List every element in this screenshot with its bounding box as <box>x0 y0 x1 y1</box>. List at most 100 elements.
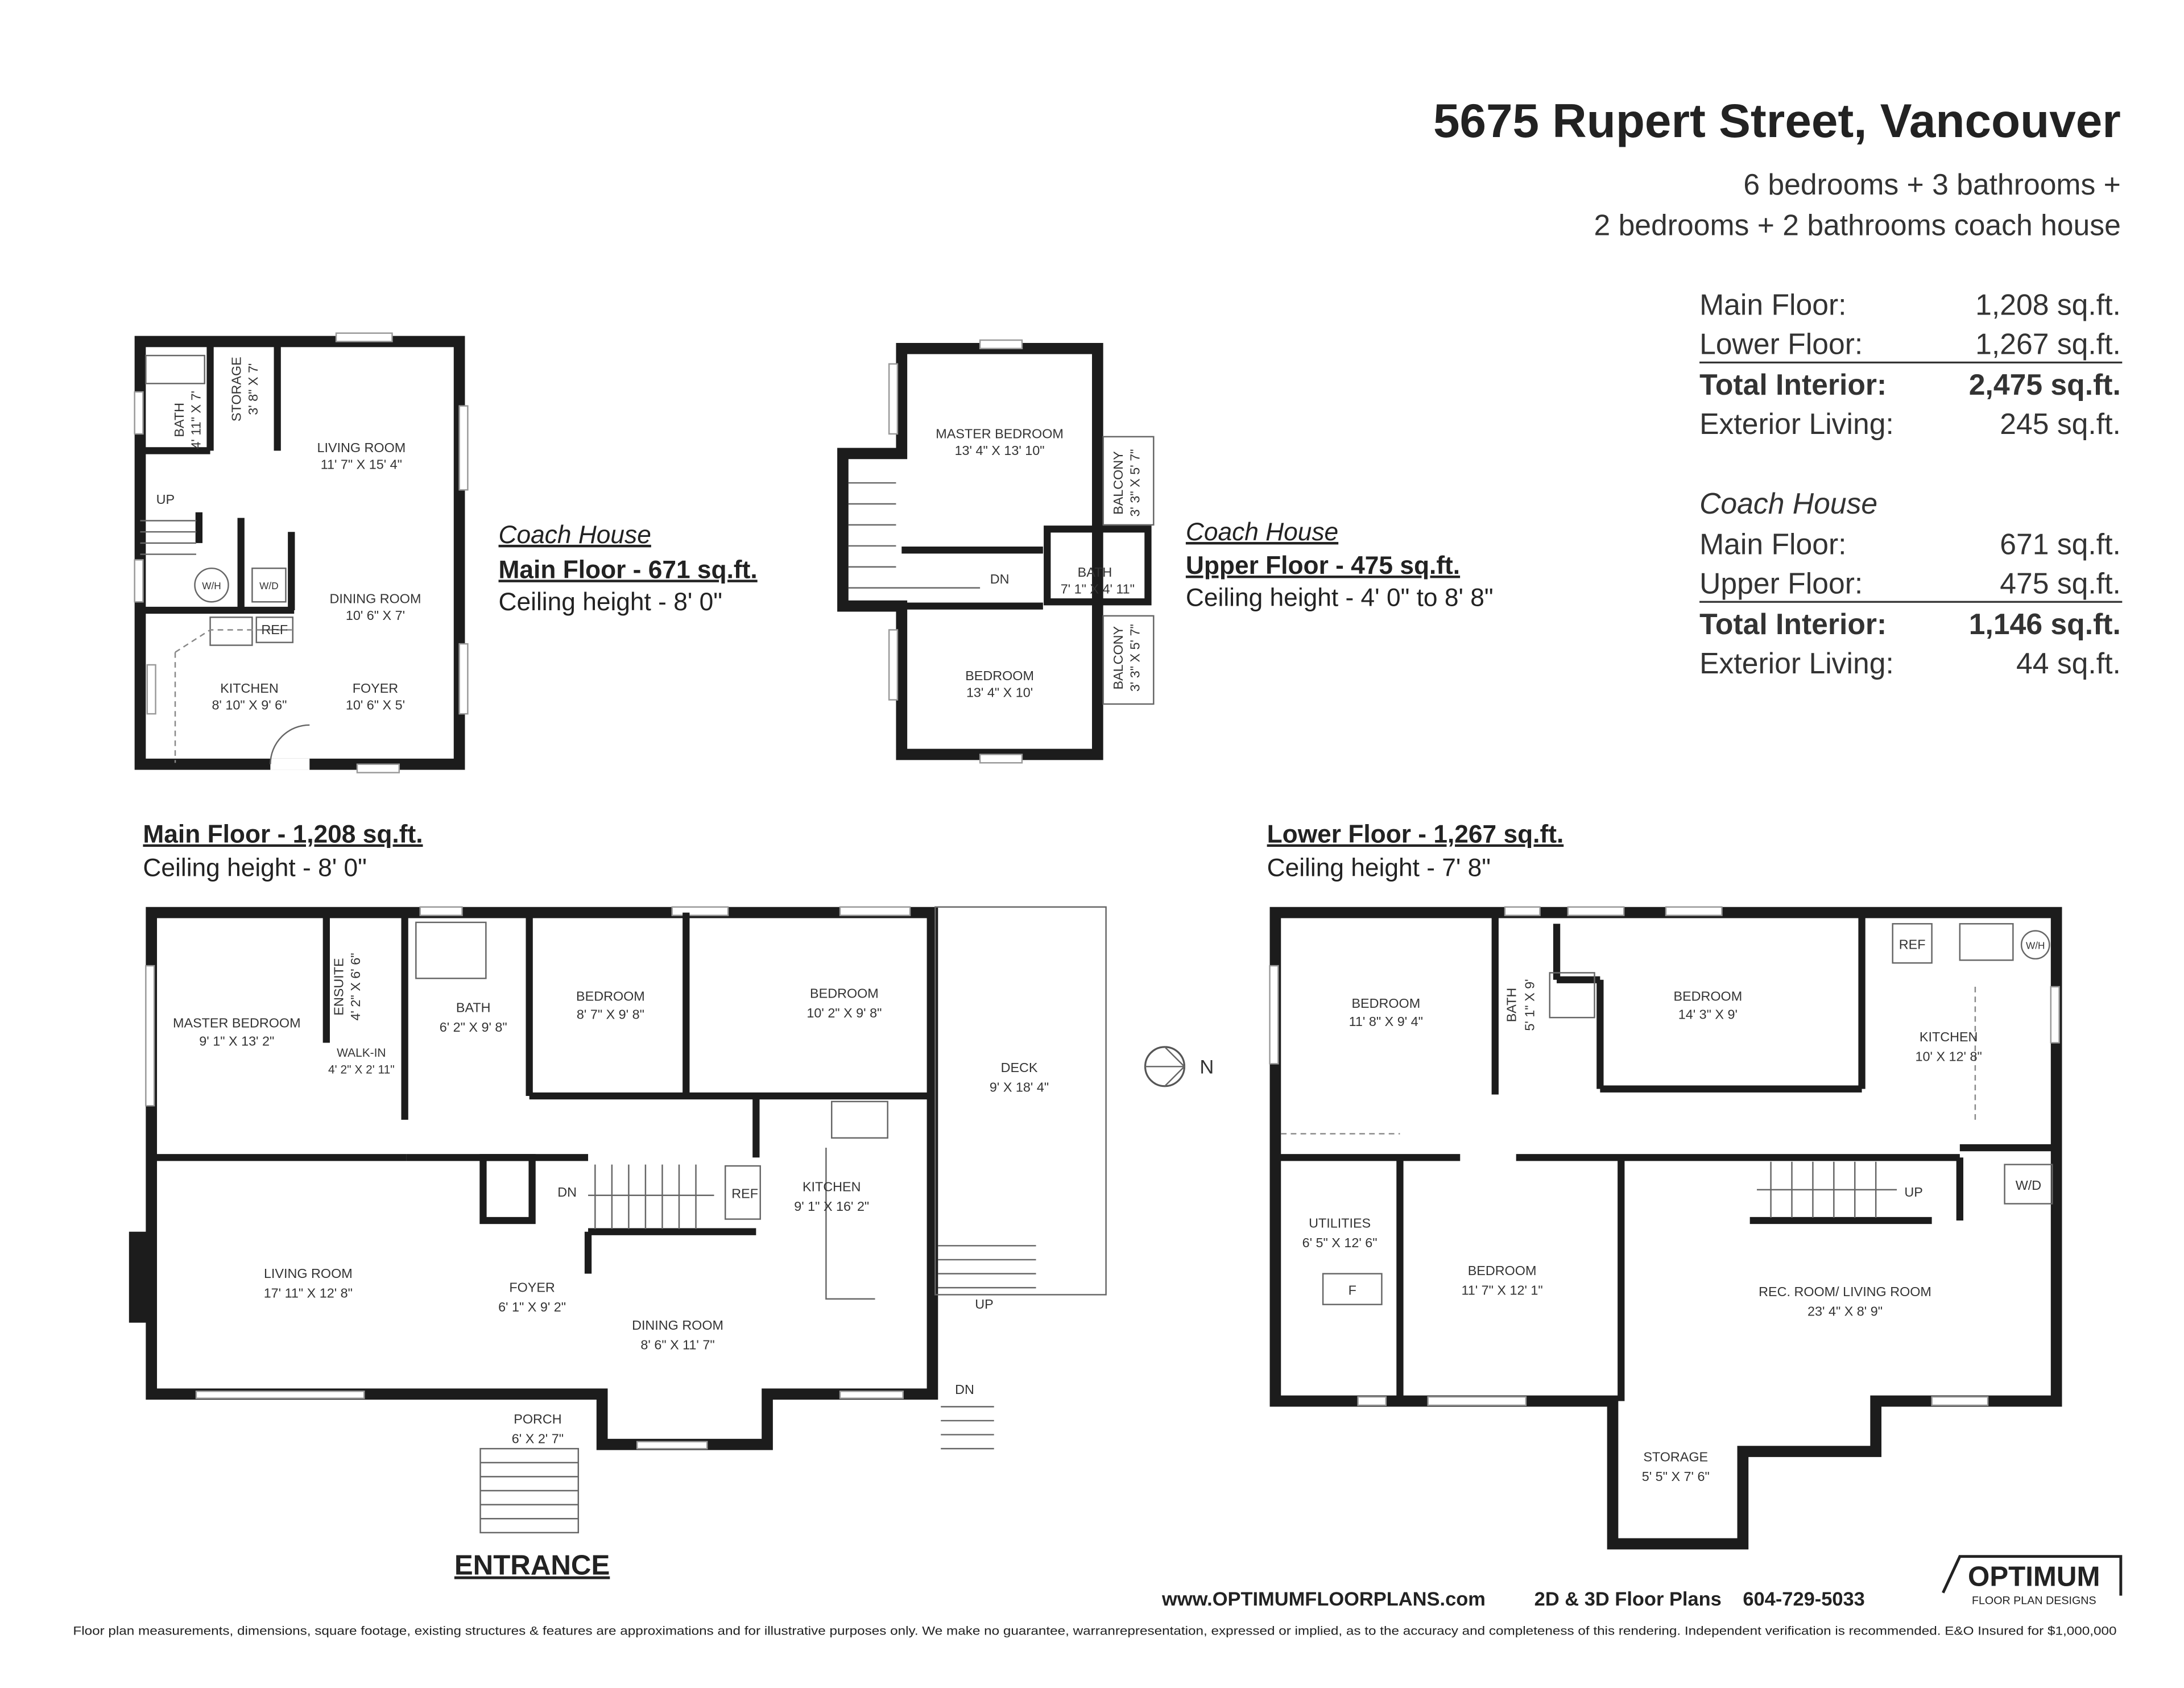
room-name: REC. ROOM/ LIVING ROOM <box>1759 1284 1931 1299</box>
room-dim: 5' 1" X 9' <box>1523 979 1537 1031</box>
room-name: LIVING ROOM <box>317 440 406 455</box>
main-floor-plan: MASTER BEDROOM 9' 1" X 13' 2" ENSUITE 4'… <box>129 906 1107 1534</box>
phone-number: 604-729-5033 <box>1743 1588 1864 1610</box>
room-name: BALCONY <box>1111 626 1126 689</box>
room-dim: 8' 7" X 9' 8" <box>577 1007 644 1022</box>
room-name: BEDROOM <box>1468 1263 1537 1278</box>
room-name: BATH <box>456 1000 491 1015</box>
header: 5675 Rupert Street, Vancouver 6 bedrooms… <box>1433 94 2121 241</box>
room-dim: 9' 1" X 16' 2" <box>794 1199 869 1214</box>
room-dim: 7' 1" X 4' 11" <box>1061 581 1135 596</box>
room-name: STORAGE <box>1643 1449 1708 1464</box>
stat-label: Total Interior: <box>1699 368 1887 401</box>
coach-main-floor-plan: BATH 4' 11" X 7' STORAGE 3' 8" X 7' LIVI… <box>134 332 469 773</box>
area-stats: Main Floor: 1,208 sq.ft. Lower Floor: 1,… <box>1699 288 2123 680</box>
logo-text: OPTIMUM <box>1968 1561 2100 1592</box>
stair-up-label: UP <box>156 492 175 507</box>
caption: Coach House <box>499 521 651 549</box>
ceiling-height: Ceiling height - 7' 8" <box>1267 854 1491 882</box>
optimum-logo: OPTIMUM FLOOR PLAN DESIGNS <box>1942 1555 2123 1607</box>
stat-label: Upper Floor: <box>1699 566 1863 599</box>
room-dim: 23' 4" X 8' 9" <box>1807 1304 1883 1318</box>
lower-floor-plan: BEDROOM 11' 8" X 9' 4" BATH 5' 1" X 9' B… <box>1269 906 2062 1550</box>
room-dim: 5' 5" X 7' 6" <box>1642 1469 1710 1484</box>
stat-value: 1,146 sq.ft. <box>1969 607 2121 640</box>
room-name: BEDROOM <box>1351 996 1420 1011</box>
room-name: KITCHEN <box>1920 1029 1978 1044</box>
floor-title: Lower Floor - 1,267 sq.ft. <box>1267 821 1564 849</box>
room-dim: 10' 6" X 7' <box>346 608 405 623</box>
room-dim: 6' 5" X 12' 6" <box>1302 1235 1378 1250</box>
stat-label: Lower Floor: <box>1699 328 1863 361</box>
main-floor-caption: Main Floor - 1,208 sq.ft. Ceiling height… <box>143 821 423 882</box>
room-dim: 4' 11" X 7' <box>188 391 203 449</box>
north-arrow: N <box>1144 1046 1214 1087</box>
room-dim: 6' 1" X 9' 2" <box>498 1300 566 1314</box>
room-name: BATH <box>172 403 187 437</box>
room-name: LIVING ROOM <box>264 1266 353 1281</box>
water-heater-label: W/H <box>202 580 221 591</box>
subtitle-line2: 2 bedrooms + 2 bathrooms coach house <box>1594 208 2120 241</box>
room-dim: 6' X 2' 7" <box>512 1431 564 1446</box>
furnace-label: F <box>1349 1282 1356 1297</box>
stair-down-label: DN <box>990 572 1010 586</box>
ceiling-height: Ceiling height - 8' 0" <box>143 854 366 882</box>
floor-title: Main Floor - 1,208 sq.ft. <box>143 821 423 849</box>
room-name: BEDROOM <box>1674 989 1743 1004</box>
stat-value: 2,475 sq.ft. <box>1969 368 2121 401</box>
room-dim: 8' 10" X 9' 6" <box>212 698 287 713</box>
room-name: BALCONY <box>1111 451 1126 515</box>
room-dim: 9' 1" X 13' 2" <box>199 1033 274 1048</box>
room-name: DECK <box>1001 1060 1038 1075</box>
stat-value: 1,208 sq.ft. <box>1975 288 2121 321</box>
service-text: 2D & 3D Floor Plans <box>1534 1588 1722 1610</box>
room-dim: 3' 8" X 7' <box>246 363 260 415</box>
room-dim: 10' 2" X 9' 8" <box>806 1006 882 1020</box>
stair-up-label: UP <box>1904 1185 1922 1199</box>
room-dim: 4' 2" X 6' 6" <box>348 953 363 1021</box>
stat-value: 671 sq.ft. <box>2000 528 2121 561</box>
room-dim: 13' 4" X 10' <box>966 685 1033 700</box>
stat-value: 44 sq.ft. <box>2016 647 2121 680</box>
room-name: DINING ROOM <box>632 1318 723 1333</box>
room-name: STORAGE <box>229 357 244 421</box>
room-dim: 6' 2" X 9' 8" <box>440 1020 507 1035</box>
floor-title: Upper Floor - 475 sq.ft. <box>1186 552 1460 580</box>
room-name: UTILITIES <box>1309 1215 1371 1230</box>
room-name: ENSUITE <box>331 958 346 1015</box>
coach-stats-heading: Coach House <box>1699 487 1877 520</box>
stat-value: 475 sq.ft. <box>2000 566 2121 599</box>
property-title: 5675 Rupert Street, Vancouver <box>1433 94 2121 147</box>
room-name: DINING ROOM <box>329 591 421 606</box>
subtitle-line1: 6 bedrooms + 3 bathrooms + <box>1743 168 2121 201</box>
room-dim: 11' 7" X 15' 4" <box>321 457 402 471</box>
room-name: WALK-IN <box>337 1046 386 1060</box>
stat-label: Exterior Living: <box>1699 647 1894 680</box>
room-name: FOYER <box>353 681 398 696</box>
room-name: BEDROOM <box>965 668 1034 683</box>
stat-label: Main Floor: <box>1699 288 1846 321</box>
footer: www.OPTIMUMFLOORPLANS.com 2D & 3D Floor … <box>73 1555 2123 1637</box>
coach-upper-caption: Coach House Upper Floor - 475 sq.ft. Cei… <box>1186 518 1494 612</box>
room-dim: 10' 6" X 5' <box>346 698 405 713</box>
fridge-label: REF <box>731 1186 758 1201</box>
room-dim: 3' 3" X 5' 7" <box>1128 449 1143 517</box>
website-link[interactable]: www.OPTIMUMFLOORPLANS.com <box>1161 1588 1486 1610</box>
stair-down-label: DN <box>557 1185 577 1199</box>
stat-label: Total Interior: <box>1699 607 1887 640</box>
ceiling-height: Ceiling height - 4' 0" to 8' 8" <box>1186 584 1494 612</box>
room-name: KITCHEN <box>220 681 279 696</box>
room-dim: 11' 8" X 9' 4" <box>1349 1014 1423 1029</box>
ceiling-height: Ceiling height - 8' 0" <box>499 588 722 616</box>
room-dim: 4' 2" X 2' 11" <box>328 1064 395 1077</box>
room-dim: 13' 4" X 13' 10" <box>955 443 1045 458</box>
north-label: N <box>1199 1057 1214 1078</box>
room-dim: 9' X 18' 4" <box>990 1080 1049 1095</box>
coach-main-caption: Coach House Main Floor - 671 sq.ft. Ceil… <box>499 521 758 616</box>
disclaimer: Floor plan measurements, dimensions, squ… <box>73 1624 2116 1637</box>
room-dim: 3' 3" X 5' 7" <box>1128 624 1143 692</box>
room-name: MASTER BEDROOM <box>936 426 1064 441</box>
room-name: BEDROOM <box>576 989 645 1004</box>
lower-floor-caption: Lower Floor - 1,267 sq.ft. Ceiling heigh… <box>1267 821 1564 882</box>
